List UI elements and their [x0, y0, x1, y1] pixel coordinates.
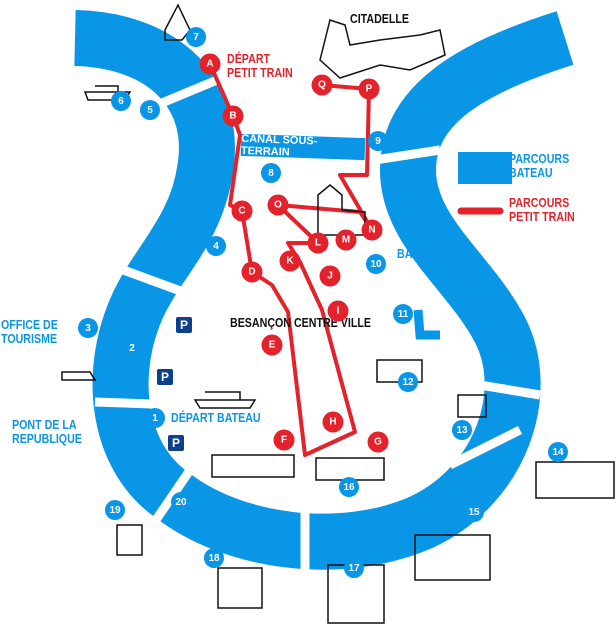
train-stop-marker[interactable]: G [367, 431, 389, 453]
boat-stop-marker[interactable]: 16 [339, 477, 359, 497]
pont-line2: REPUBLIQUE [12, 431, 82, 446]
boat-stop-marker[interactable]: 18 [204, 548, 224, 568]
train-stop-marker[interactable]: P [358, 78, 380, 100]
office-line1: OFFICE DE [1, 317, 58, 332]
boat-stop-marker[interactable]: 11 [393, 304, 413, 324]
parking-icon: P [176, 317, 192, 333]
train-stop-marker[interactable]: F [273, 429, 295, 451]
boat-stop-marker[interactable]: 2 [122, 338, 142, 358]
cathedral-drawing [317, 184, 366, 236]
depart-bateau-label: DÉPART BATEAU [171, 410, 261, 425]
building-15-drawing [414, 534, 491, 581]
train-stop-marker[interactable]: E [261, 334, 283, 356]
train-stop-marker[interactable]: O [267, 194, 289, 216]
building-14-drawing [535, 461, 615, 499]
train-stop-marker[interactable]: J [319, 265, 341, 287]
boat-stop-marker[interactable]: 14 [548, 442, 568, 462]
boat-stop-marker[interactable]: 7 [186, 27, 206, 47]
citadelle-drawing [319, 19, 446, 79]
centre-ville-label: BESANÇON CENTRE VILLE [230, 315, 371, 330]
boat-stop-marker[interactable]: 1 [145, 408, 165, 428]
boat-stop-marker[interactable]: 15 [464, 502, 484, 522]
legend-boat-line1: PARCOURS [509, 151, 570, 166]
boat-stop-marker[interactable]: 10 [366, 254, 386, 274]
boat-stop-marker[interactable]: 8 [261, 163, 281, 183]
boat-stop-marker[interactable]: 4 [206, 236, 226, 256]
train-stop-marker[interactable]: B [222, 105, 244, 127]
train-stop-marker[interactable]: L [307, 232, 329, 254]
train-stop-marker[interactable]: Q [311, 74, 333, 96]
tourist-office-drawing [61, 371, 97, 381]
train-stop-marker[interactable]: A [199, 53, 221, 75]
boat-stop-marker[interactable]: 13 [452, 420, 472, 440]
train-stop-marker[interactable]: M [335, 229, 357, 251]
pont-line1: PONT DE LA [12, 417, 77, 432]
citadelle-label: CITADELLE [350, 11, 410, 26]
train-stop-marker[interactable]: D [241, 261, 263, 283]
legend-train-line1: PARCOURS [509, 195, 570, 210]
barrage-text: BARRAGE [397, 246, 451, 261]
office-line2: TOURISME [1, 331, 58, 346]
chapel-19-drawing [116, 524, 143, 556]
buildings-f-drawing [211, 454, 295, 478]
parking-icon: P [157, 369, 173, 385]
boat-stop-marker[interactable]: 3 [78, 318, 98, 338]
boat-depart-drawing [193, 391, 257, 409]
canal-sous-terrain: CANAL SOUS-TERRAIN [240, 132, 366, 161]
legend-boat-swatch [458, 152, 512, 184]
train-stop-marker[interactable]: I [327, 300, 349, 322]
legend-train-line2: PETIT TRAIN [509, 209, 575, 224]
boat-stop-marker[interactable]: 9 [368, 131, 388, 151]
boat-stop-marker[interactable]: 12 [398, 372, 418, 392]
parking-icon: P [168, 435, 184, 451]
building-18-drawing [217, 567, 263, 609]
canal-label: CANAL SOUS-TERRAIN [240, 132, 318, 159]
fort-13-drawing [457, 394, 487, 418]
depart-train-line1: DÉPART [227, 51, 271, 66]
train-stop-marker[interactable]: K [279, 250, 301, 272]
boat-stop-marker[interactable]: 5 [140, 100, 160, 120]
legend-boat-line2: BATEAU [509, 165, 553, 180]
depart-train-line2: PETIT TRAIN [227, 65, 293, 80]
barrage-label: BARRAGE [397, 247, 451, 261]
boat-stop-marker[interactable]: 20 [171, 492, 191, 512]
train-stop-marker[interactable]: C [231, 200, 253, 222]
train-stop-marker[interactable]: N [361, 219, 383, 241]
boat-stop-marker[interactable]: 19 [105, 500, 125, 520]
train-stop-marker[interactable]: H [322, 411, 344, 433]
barrage-weir [413, 309, 440, 340]
boat-stop-marker[interactable]: 17 [344, 558, 364, 578]
boat-stop-marker[interactable]: 6 [111, 91, 131, 111]
